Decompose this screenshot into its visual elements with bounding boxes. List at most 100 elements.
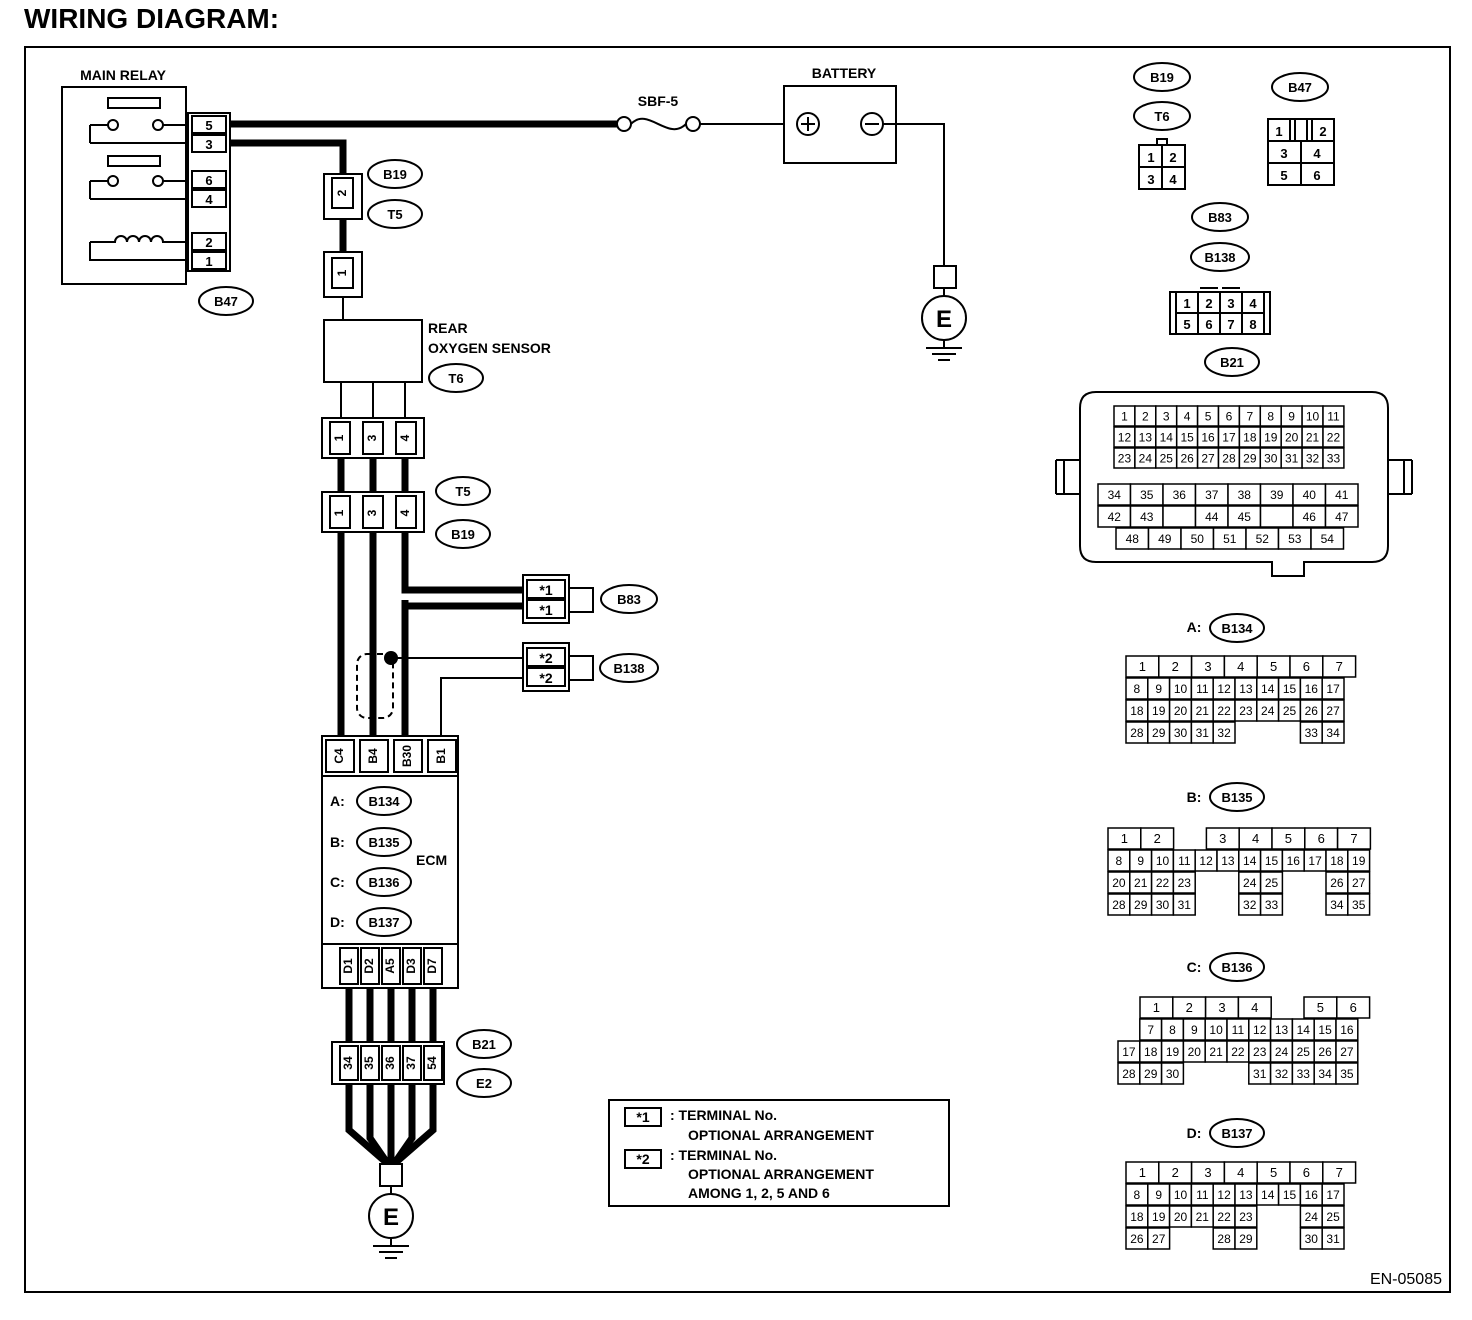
pin-number: 12 [1217,682,1231,696]
pin-number: 7 [1247,409,1254,423]
pin-number: 53 [1288,532,1302,546]
pin-number: 14 [1261,1188,1275,1202]
pin-number: 41 [1335,488,1349,502]
relay-pin: 1 [205,254,212,269]
diagram-title: WIRING DIAGRAM: [24,3,279,34]
pin-number: 21 [1134,876,1148,890]
pin-number: 16 [1305,1188,1319,1202]
cv-pin: 6 [1313,168,1320,183]
cv-pin: 7 [1227,317,1234,332]
cv-pin: 2 [1319,124,1326,139]
pin-number: 30 [1264,451,1278,465]
ecm-top-pin: B4 [366,748,380,764]
pin-number: 2 [1172,659,1179,674]
pin-number: 11 [1196,682,1209,696]
connector-view-tag: B19 [1150,70,1174,85]
pin-cell [1321,699,1345,722]
pin-number: 6 [1318,831,1325,846]
connector-view-tag: B136 [1221,960,1252,975]
connector-view-tag: B137 [1221,1126,1252,1141]
connector-tag-t6: T6 [448,371,463,386]
pin-number: 17 [1222,430,1236,444]
pin-number: 17 [1326,1188,1340,1202]
pin-number: 5 [1205,409,1212,423]
pin-number: 39 [1270,488,1284,502]
legend-text: OPTIONAL ARRANGEMENT [688,1127,874,1143]
pin-number: 18 [1144,1045,1158,1059]
cv-pin: 5 [1280,168,1287,183]
pin-number: 19 [1152,704,1166,718]
pin-number: 27 [1340,1045,1354,1059]
pin-number: 12 [1199,854,1213,868]
pin-number: 6 [1303,659,1310,674]
pin-number: 38 [1238,488,1252,502]
sensor-label-line1: REAR [428,320,468,336]
ecm-top-pin: B30 [400,745,414,767]
ecm-bottom-pin: D7 [425,958,439,974]
pin-number: 35 [1352,898,1366,912]
pin-number: 40 [1303,488,1317,502]
connector-view-prefix: D: [1187,1125,1202,1141]
pin-number: 51 [1223,532,1237,546]
ecm-connector-id: B135 [368,835,399,850]
signal-wires [337,532,525,736]
pin-cell [1140,827,1175,850]
connector-view-prefix: B: [1187,789,1202,805]
cv-pin: 8 [1249,317,1256,332]
pin-number: 33 [1297,1067,1311,1081]
pin-number: 16 [1305,682,1319,696]
pin-number: 9 [1155,682,1162,696]
pin-number: 12 [1217,1188,1231,1202]
pin-number: 7 [1350,831,1357,846]
battery-label: BATTERY [812,65,877,81]
connector-b83: *1 *1 B83 [522,574,658,624]
cv-pin: 1 [1275,124,1282,139]
pin-number: 22 [1156,876,1170,890]
pin-number: 28 [1217,1232,1231,1246]
pin-number: 8 [1267,409,1274,423]
pin-cell [1172,871,1196,894]
pin-number: 29 [1134,898,1148,912]
pin-number: 27 [1201,451,1215,465]
pin-cell [1321,1227,1345,1250]
pin-number: 19 [1166,1045,1180,1059]
pin-number: 17 [1308,854,1322,868]
pin-number: 5 [1270,1165,1277,1180]
pin-cell [1259,871,1284,894]
pin-number: 4 [1237,659,1244,674]
pin-number: 1 [1139,659,1146,674]
pin-number: 2 [1186,1000,1193,1015]
pin-number: 11 [1327,409,1340,423]
pin-number: 25 [1297,1045,1311,1059]
pin-number: 19 [1352,854,1366,868]
pin-number: 7 [1336,659,1343,674]
pin-cell [1322,1161,1357,1184]
b21-pin: 36 [383,1056,397,1070]
pin-number: 28 [1112,898,1126,912]
pin-number: 21 [1196,704,1210,718]
pin-number: 5 [1285,831,1292,846]
pin-number: 31 [1285,451,1299,465]
sensor-pin: 3 [365,509,379,516]
connector-view-tag: B138 [1204,250,1235,265]
pin-number: 28 [1122,1067,1136,1081]
pin-number: 2 [1154,831,1161,846]
pin-number: 15 [1318,1023,1332,1037]
pin-number: 29 [1243,451,1257,465]
t5-upper-pin: 1 [335,269,349,276]
pin-number: 23 [1239,704,1253,718]
ecm-connector-id: B134 [368,794,400,809]
pin-number: 1 [1153,1000,1160,1015]
pin-number: 35 [1340,1067,1354,1081]
pin-number: 17 [1122,1045,1136,1059]
pin-number: 46 [1303,510,1317,524]
connector-tag-t5: T5 [455,484,470,499]
pin-cell [1347,849,1371,872]
legend-key-2: *2 [636,1151,649,1167]
pin-number: 21 [1209,1045,1223,1059]
legend-text: OPTIONAL ARRANGEMENT [688,1166,874,1182]
pin-number: 31 [1326,1232,1340,1246]
